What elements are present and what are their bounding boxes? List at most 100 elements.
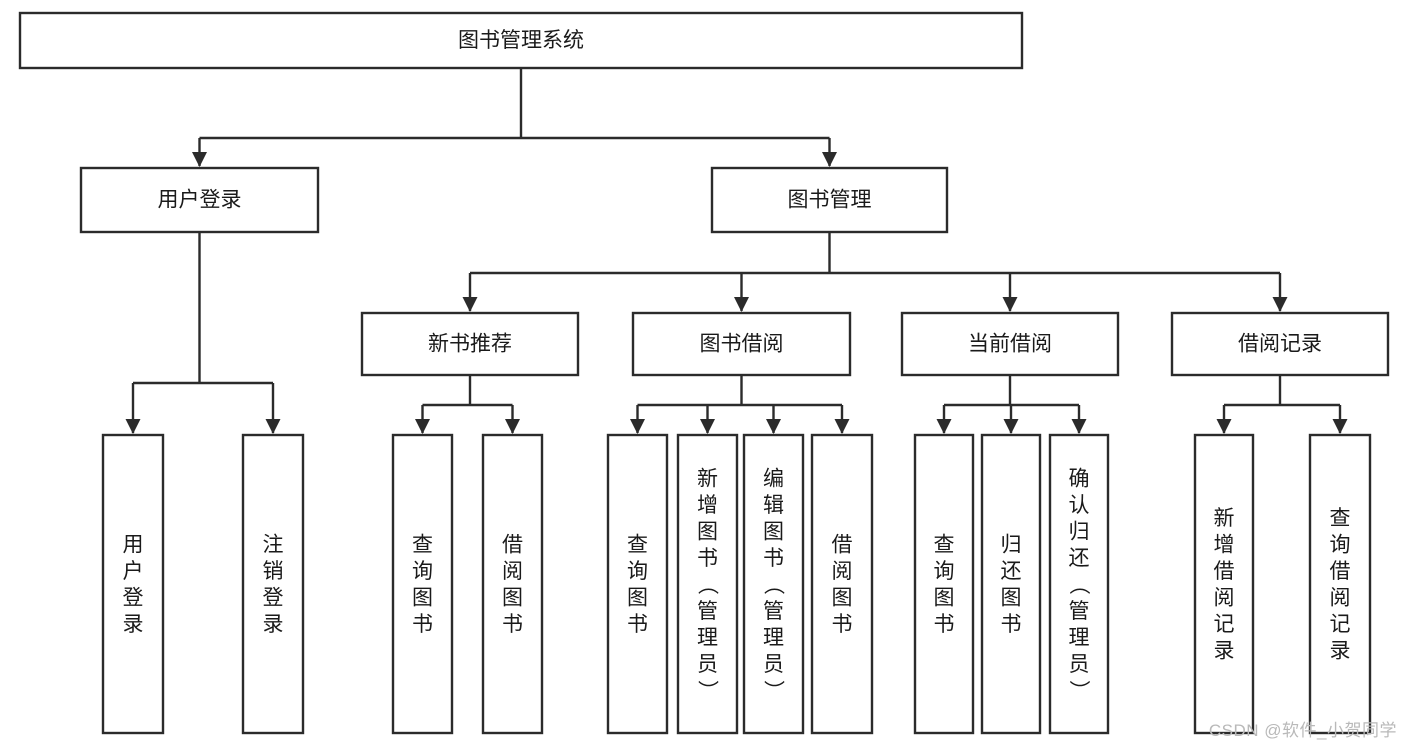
node-l2-图书管理-box — [710, 166, 949, 234]
node-leaf-4-查询图书-label-char: 查 — [627, 534, 648, 557]
node-leaf-8-查询图书-box — [913, 433, 975, 735]
node-leaf-2-查询图书-label-char: 询 — [412, 560, 433, 583]
arrow-head-icon — [630, 419, 645, 434]
node-l3-借阅记录-label: 借阅记录 — [1238, 333, 1322, 356]
arrow-head-icon — [125, 419, 141, 434]
arrow-head-icon — [1332, 419, 1348, 434]
node-leaf-10-确认归还管理员-label-char: 理 — [1069, 626, 1090, 649]
arrow-head-icon — [936, 419, 952, 434]
arrow-head-icon — [265, 419, 281, 434]
node-leaf-10-确认归还管理员-label-char: 员 — [1069, 653, 1090, 676]
node-l3-当前借阅[interactable]: 当前借阅 — [900, 311, 1120, 377]
node-leaf-1-注销登录-label-char: 注 — [263, 534, 284, 557]
arrow-head-icon — [1071, 419, 1087, 434]
node-leaf-11-新增借阅记录-label-char: 新 — [1214, 507, 1235, 530]
node-leaf-11-新增借阅记录-label-char: 录 — [1214, 640, 1235, 663]
node-l3-新书推荐-label: 新书推荐 — [428, 333, 512, 356]
node-leaf-5-新增图书管理员-label-char: 书 — [697, 547, 718, 570]
node-leaf-9-归还图书-label-char: 图 — [1001, 587, 1022, 610]
connector-borrow-to-leaves — [630, 375, 850, 434]
node-l3-新书推荐[interactable]: 新书推荐 — [360, 311, 580, 377]
node-leaf-4-查询图书-box — [606, 433, 669, 735]
node-leaf-10-确认归还管理员-box — [1048, 433, 1110, 735]
node-l3-当前借阅-box — [900, 311, 1120, 377]
node-leaf-11-新增借阅记录-label-char: 记 — [1214, 613, 1235, 636]
arrow-head-icon — [734, 297, 749, 312]
node-leaf-5-新增图书管理员-box — [676, 433, 739, 735]
node-l2-用户登录-box — [79, 166, 320, 234]
node-leaf-12-查询借阅记录-label-char: 记 — [1330, 613, 1351, 636]
node-leaf-5-新增图书管理员-label-char: 图 — [697, 520, 718, 543]
arrow-head-icon — [1002, 297, 1018, 312]
node-leaf-6-编辑图书管理员-label-char: 书 — [763, 547, 784, 570]
node-leaf-6-编辑图书管理员-label-char: 图 — [763, 520, 784, 543]
node-leaf-10-确认归还管理员-label-char: 认 — [1069, 494, 1090, 517]
node-leaf-5-新增图书管理员-label-char: ） — [696, 680, 719, 701]
node-leaf-5-新增图书管理员-label-char: 员 — [697, 653, 718, 676]
node-l2-图书管理-label: 图书管理 — [788, 189, 872, 212]
arrow-head-icon — [1003, 419, 1019, 434]
node-leaf-7-借阅图书-label-char: 阅 — [832, 560, 853, 583]
node-l3-新书推荐-box — [360, 311, 580, 377]
arrow-head-icon — [1216, 419, 1232, 434]
node-leaf-7-借阅图书-box — [810, 433, 874, 735]
node-leaf-9-归还图书-label-char: 还 — [1001, 560, 1022, 583]
node-leaf-6-编辑图书管理员-label-char: 理 — [763, 626, 784, 649]
node-root-图书管理系统[interactable]: 图书管理系统 — [18, 11, 1024, 70]
node-leaf-9-归还图书-label-char: 书 — [1001, 613, 1022, 636]
node-leaf-5-新增图书管理员-label-char: （ — [696, 574, 719, 595]
node-leaf-6-编辑图书管理员-label-char: 编 — [763, 467, 784, 490]
node-leaf-6-编辑图书管理员-label-char: 员 — [763, 653, 784, 676]
node-l2-图书管理[interactable]: 图书管理 — [710, 166, 949, 234]
node-leaf-4-查询图书-label-char: 询 — [627, 560, 648, 583]
node-leaf-0-用户登录[interactable]: 用户登录 — [101, 433, 165, 735]
arrow-head-icon — [462, 297, 478, 312]
node-leaf-6-编辑图书管理员-label-char: 辑 — [763, 494, 784, 517]
node-l3-借阅记录[interactable]: 借阅记录 — [1170, 311, 1390, 377]
connector-current-to-leaves — [936, 375, 1087, 434]
node-leaf-3-借阅图书-box — [481, 433, 544, 735]
arrow-head-icon — [822, 152, 837, 167]
node-leaf-1-注销登录-label-char: 登 — [263, 587, 284, 610]
node-leaf-10-确认归还管理员-label-char: 还 — [1069, 547, 1090, 570]
arrow-head-icon — [505, 419, 520, 434]
node-l2-用户登录[interactable]: 用户登录 — [79, 166, 320, 234]
node-leaf-8-查询图书-label-char: 书 — [934, 613, 955, 636]
node-root-图书管理系统-box — [18, 11, 1024, 70]
node-leaf-12-查询借阅记录-label-char: 查 — [1330, 507, 1351, 530]
node-leaf-7-借阅图书-label-char: 借 — [832, 534, 853, 557]
node-leaf-2-查询图书-label-char: 书 — [412, 613, 433, 636]
node-leaf-9-归还图书-label-char: 归 — [1001, 534, 1022, 557]
node-leaf-4-查询图书-label-char: 书 — [627, 613, 648, 636]
node-leaf-10-确认归还管理员-label-char: 管 — [1069, 600, 1090, 623]
connector-books-to-level3 — [462, 232, 1288, 312]
node-leaf-10-确认归还管理员-label-char: 确 — [1069, 467, 1090, 490]
node-leaf-12-查询借阅记录-label-char: 阅 — [1330, 587, 1351, 610]
node-leaf-7-借阅图书-label-char: 书 — [832, 613, 853, 636]
node-leaf-6-编辑图书管理员-box — [742, 433, 805, 735]
node-leaf-2-查询图书-box — [391, 433, 454, 735]
node-l2-用户登录-label: 用户登录 — [158, 189, 242, 212]
node-l3-图书借阅[interactable]: 图书借阅 — [631, 311, 852, 377]
node-leaf-2-查询图书-label-char: 图 — [412, 587, 433, 610]
node-leaf-5-新增图书管理员-label-char: 增 — [697, 494, 718, 517]
node-leaf-9-归还图书-box — [980, 433, 1042, 735]
node-leaf-3-借阅图书-label-char: 书 — [502, 613, 523, 636]
node-leaf-6-编辑图书管理员-label-char: 管 — [763, 600, 784, 623]
node-leaf-11-新增借阅记录-box — [1193, 433, 1255, 735]
arrow-head-icon — [700, 419, 715, 434]
